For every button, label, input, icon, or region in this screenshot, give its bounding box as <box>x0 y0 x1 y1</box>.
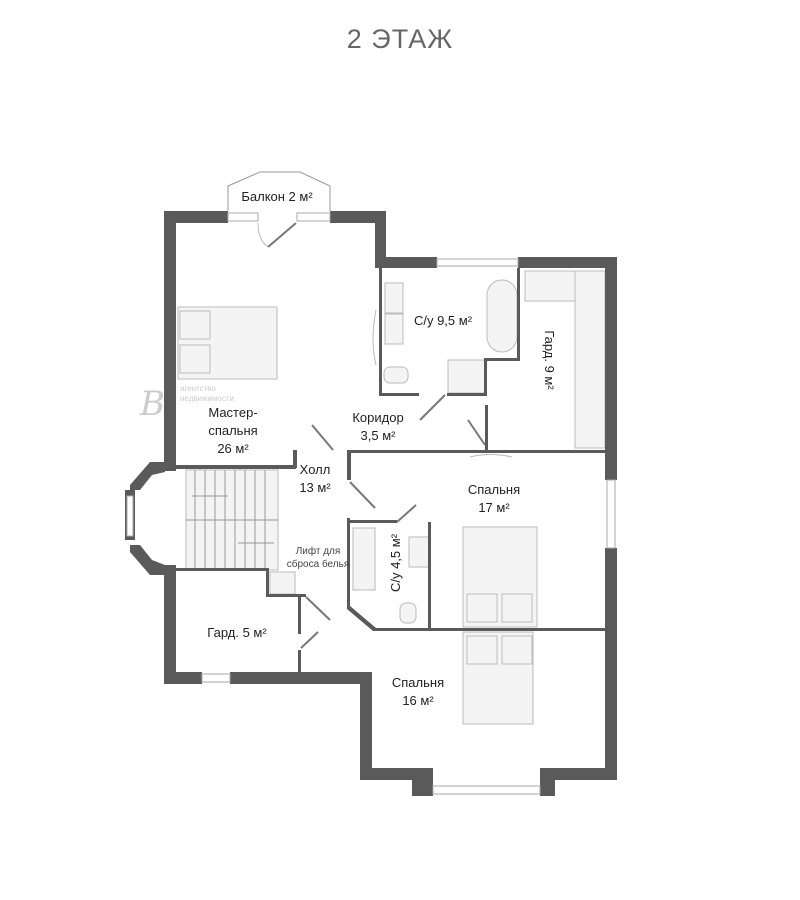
label-balcony: Балкон 2 м² <box>241 189 313 204</box>
stair-steps <box>186 470 278 570</box>
label-lift-2: сброса белья <box>287 558 350 570</box>
balcony-outline <box>227 171 331 211</box>
shower <box>447 359 487 394</box>
bathtub-small <box>352 527 376 591</box>
toilet <box>383 366 409 384</box>
bathtub <box>486 279 518 353</box>
sink-small <box>408 536 430 568</box>
laundry-lift <box>269 571 296 595</box>
label-bathroom-2: С/у 4,5 м² <box>388 533 403 592</box>
label-lift-1: Лифт для <box>296 545 341 557</box>
pillow <box>466 593 498 623</box>
label-master-2: спальня <box>208 423 257 438</box>
label-bedroom-16-area: 16 м² <box>402 693 434 708</box>
label-wardrobe-2: Гард. 5 м² <box>207 625 267 640</box>
windows <box>201 212 616 795</box>
label-hall-area: 13 м² <box>299 480 331 495</box>
svg-text:агентство: агентство <box>180 384 216 393</box>
wardrobe-shelf <box>524 270 576 302</box>
label-corridor: Коридор <box>352 410 403 425</box>
furniture <box>177 270 606 725</box>
label-bathroom-1: С/у 9,5 м² <box>414 313 473 328</box>
toilet-small <box>399 602 417 624</box>
label-corridor-area: 3,5 м² <box>361 428 397 443</box>
sink <box>384 282 404 314</box>
pillow <box>179 310 211 340</box>
label-bedroom-17: Спальня <box>468 482 520 497</box>
svg-text:недвижимости: недвижимости <box>180 394 234 403</box>
wardrobe-shelf <box>574 270 606 449</box>
label-master-area: 26 м² <box>217 441 249 456</box>
pillow <box>179 344 211 374</box>
pillow <box>501 593 533 623</box>
label-hall: Холл <box>300 462 331 477</box>
watermark-logo: В агентство недвижимости <box>139 384 234 424</box>
label-bedroom-16: Спальня <box>392 675 444 690</box>
page-title: 2 ЭТАЖ <box>346 24 454 54</box>
walls <box>125 211 617 796</box>
label-wardrobe-1: Гард. 9 м² <box>542 330 557 390</box>
label-master-1: Мастер- <box>208 405 257 420</box>
pillow <box>466 635 498 665</box>
sink <box>384 313 404 345</box>
room-labels: Балкон 2 м² С/у 9,5 м² Гард. 9 м² Мастер… <box>207 189 557 708</box>
doors <box>257 222 513 649</box>
svg-text:В: В <box>139 384 165 424</box>
label-bedroom-17-area: 17 м² <box>478 500 510 515</box>
pillow <box>501 635 533 665</box>
